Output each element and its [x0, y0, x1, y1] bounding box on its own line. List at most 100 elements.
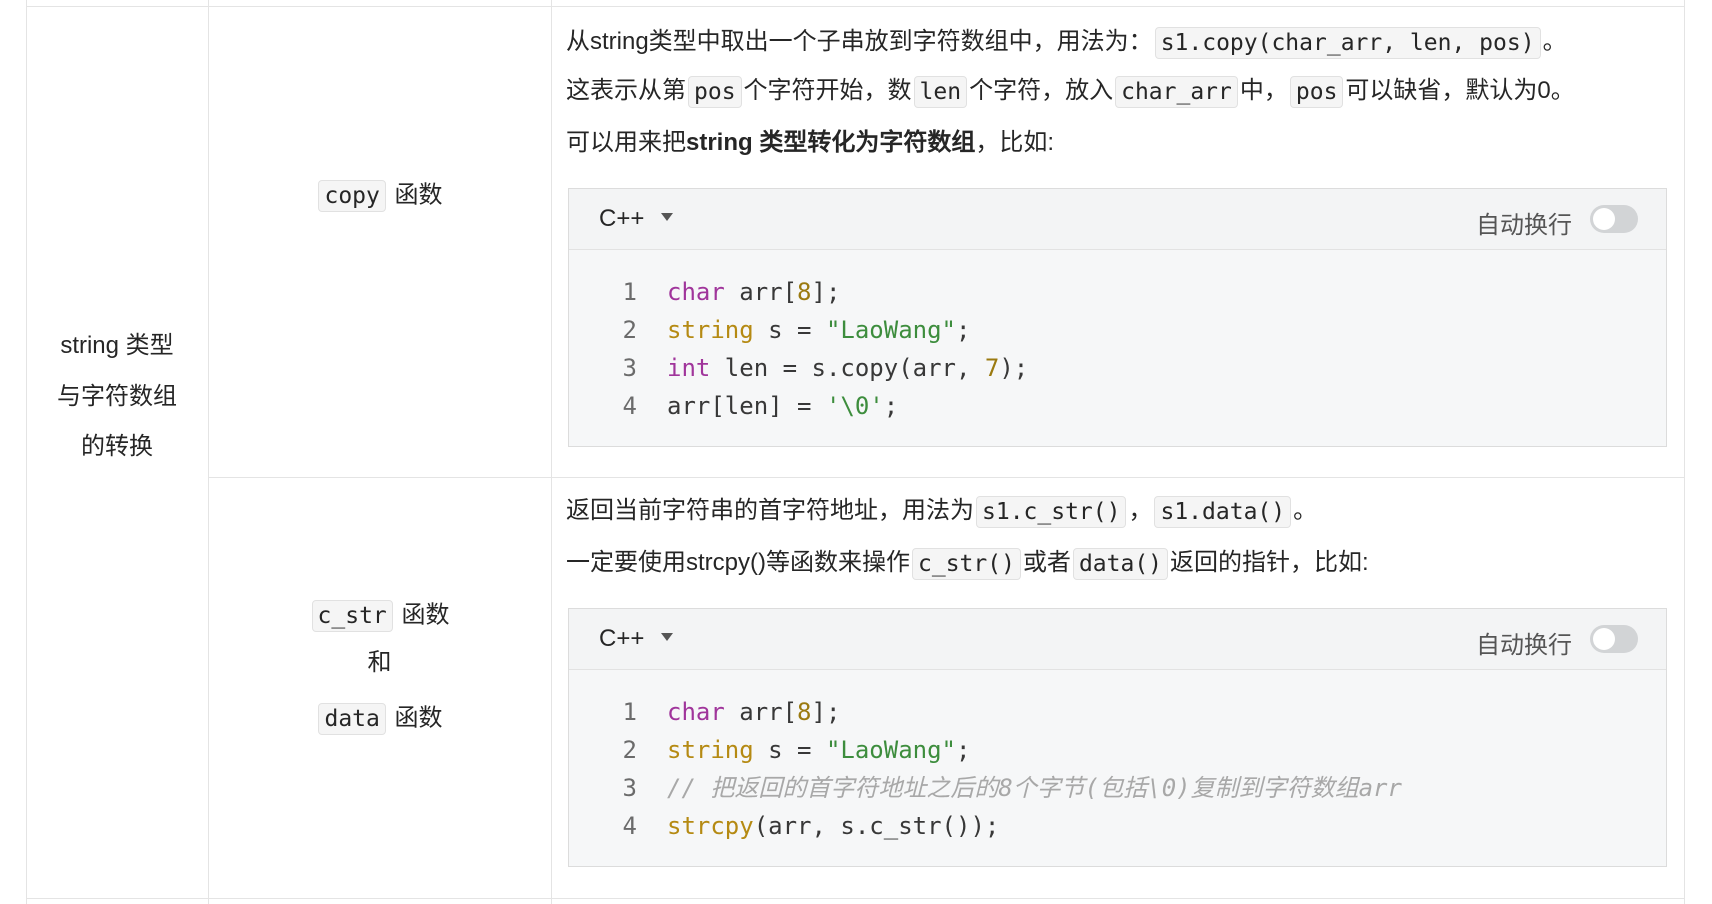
token-plain: s = [753, 316, 826, 344]
token-number: 8 [797, 698, 812, 726]
text: 。 [1293, 497, 1318, 524]
table-border-left [26, 0, 27, 904]
line-number: 2 [622, 316, 637, 344]
code-block-copy: C++ 自动换行 1 char arr[8]; 2 string s = "LaoW… [568, 188, 1667, 447]
data-suffix: 函数 [394, 704, 443, 732]
copy-code: copy [318, 180, 386, 212]
token-plain: ; [956, 736, 971, 764]
token-plain: arr[len] = [667, 392, 826, 420]
token-plain: ]; [811, 278, 841, 306]
token-keyword: char [667, 698, 725, 726]
text: ，比如: [975, 129, 1055, 156]
bold-text: string 类型转化为字符数组 [686, 129, 976, 156]
text: 中， [1239, 77, 1288, 104]
line-number: 3 [622, 354, 637, 382]
token-plain: len = s.copy(arr, [710, 354, 985, 382]
cstr-suffix: 函数 [401, 601, 450, 629]
language-select[interactable]: C++ [599, 625, 645, 652]
line-number: 1 [622, 278, 637, 306]
table-row-top-border [26, 6, 1685, 7]
token-comment: // 把返回的首字符地址之后的8个字节(包括\0)复制到字符数组arr [667, 774, 1402, 802]
token-plain: ; [956, 316, 971, 344]
copy-desc-line-3: 可以用来把string 类型转化为字符数组，比如: [566, 127, 1054, 159]
token-plain: s = [753, 736, 826, 764]
group-label-line-3: 的转换 [81, 433, 153, 460]
text: 个字符，放入 [969, 77, 1114, 104]
text: 返回当前字符串的首字符地址，用法为 [566, 497, 974, 524]
language-select[interactable]: C++ [599, 205, 645, 232]
copy-function-name: copy 函数 [209, 180, 550, 212]
text: 。 [1542, 28, 1567, 55]
line-number: 1 [622, 698, 637, 726]
copy-suffix: 函数 [394, 181, 443, 209]
text: 从string类型中取出一个子串放到字符数组中，用法为： [566, 28, 1153, 55]
token-plain: ]; [811, 698, 841, 726]
token-plain: ); [999, 354, 1029, 382]
text: 可以缺省，默认为0。 [1345, 77, 1575, 104]
code-block-header: C++ 自动换行 [569, 189, 1666, 250]
code-line: 2 string s = "LaoWang"; [569, 731, 971, 769]
auto-wrap-toggle[interactable] [1590, 205, 1638, 233]
token-string: "LaoWang" [825, 316, 956, 344]
chevron-down-icon[interactable] [661, 633, 673, 641]
data-code: data [318, 703, 386, 735]
copy-desc-line-1: 从string类型中取出一个子串放到字符数组中，用法为：s1.copy(char… [566, 26, 1567, 59]
chevron-down-icon[interactable] [661, 213, 673, 221]
inline-code: c_str() [912, 547, 1021, 580]
text: 或者 [1022, 549, 1071, 576]
text: 一定要使用strcpy()等函数来操作 [566, 549, 910, 576]
token-type: string [667, 736, 754, 764]
inline-code: s1.copy(char_arr, len, pos) [1154, 26, 1541, 59]
line-number: 2 [622, 736, 637, 764]
text: 可以用来把 [566, 129, 686, 156]
code-line: 4 strcpy(arr, s.c_str()); [569, 807, 1000, 845]
auto-wrap-toggle[interactable] [1590, 625, 1638, 653]
code-block-header: C++ 自动换行 [569, 609, 1666, 670]
code-line: 3 // 把返回的首字符地址之后的8个字节(包括\0)复制到字符数组arr [569, 769, 1402, 807]
inline-code: char_arr [1115, 75, 1238, 108]
inline-code: len [913, 75, 968, 108]
token-plain: arr[ [724, 698, 798, 726]
table-row-divider [208, 477, 1685, 478]
inline-code: data() [1072, 547, 1169, 580]
c-str-code: c_str [311, 600, 393, 632]
token-string: "LaoWang" [825, 736, 956, 764]
token-number: 8 [797, 278, 812, 306]
token-plain: (arr, s.c_str()); [753, 812, 1000, 840]
code-line: 2 string s = "LaoWang"; [569, 311, 971, 349]
line-number: 4 [622, 812, 637, 840]
code-line: 1 char arr[8]; [569, 693, 841, 731]
group-label-line-2: 与字符数组 [57, 383, 177, 410]
data-function-name: data 函数 [209, 703, 550, 735]
table-row-bottom-border [26, 898, 1685, 899]
code-block-cstr: C++ 自动换行 1 char arr[8]; 2 string s = "LaoW… [568, 608, 1667, 867]
token-plain: arr[ [724, 278, 798, 306]
token-string: '\0' [825, 392, 884, 420]
text: 个字符开始，数 [743, 77, 912, 104]
text: ， [1128, 497, 1153, 524]
token-function: strcpy [667, 812, 754, 840]
inline-code: pos [1289, 75, 1344, 108]
cstr-function-name: c_str 函数 [209, 600, 550, 632]
token-number: 7 [984, 354, 1000, 382]
token-keyword: int [667, 354, 711, 382]
inline-code: s1.data() [1154, 495, 1292, 528]
line-number: 3 [622, 774, 637, 802]
table-divider-col2 [551, 0, 552, 904]
token-type: string [667, 316, 754, 344]
group-label-line-1: string 类型 [60, 332, 174, 359]
token-keyword: char [667, 278, 725, 306]
inline-code: s1.c_str() [976, 495, 1127, 528]
table-divider-col1 [208, 0, 209, 904]
text: 返回的指针，比如: [1170, 549, 1369, 576]
code-line: 1 char arr[8]; [569, 273, 841, 311]
token-plain: ; [883, 392, 899, 420]
table-border-right [1684, 0, 1685, 904]
toggle-knob [1593, 628, 1615, 650]
inline-code: pos [688, 75, 742, 108]
and-label: 和 [367, 649, 392, 676]
